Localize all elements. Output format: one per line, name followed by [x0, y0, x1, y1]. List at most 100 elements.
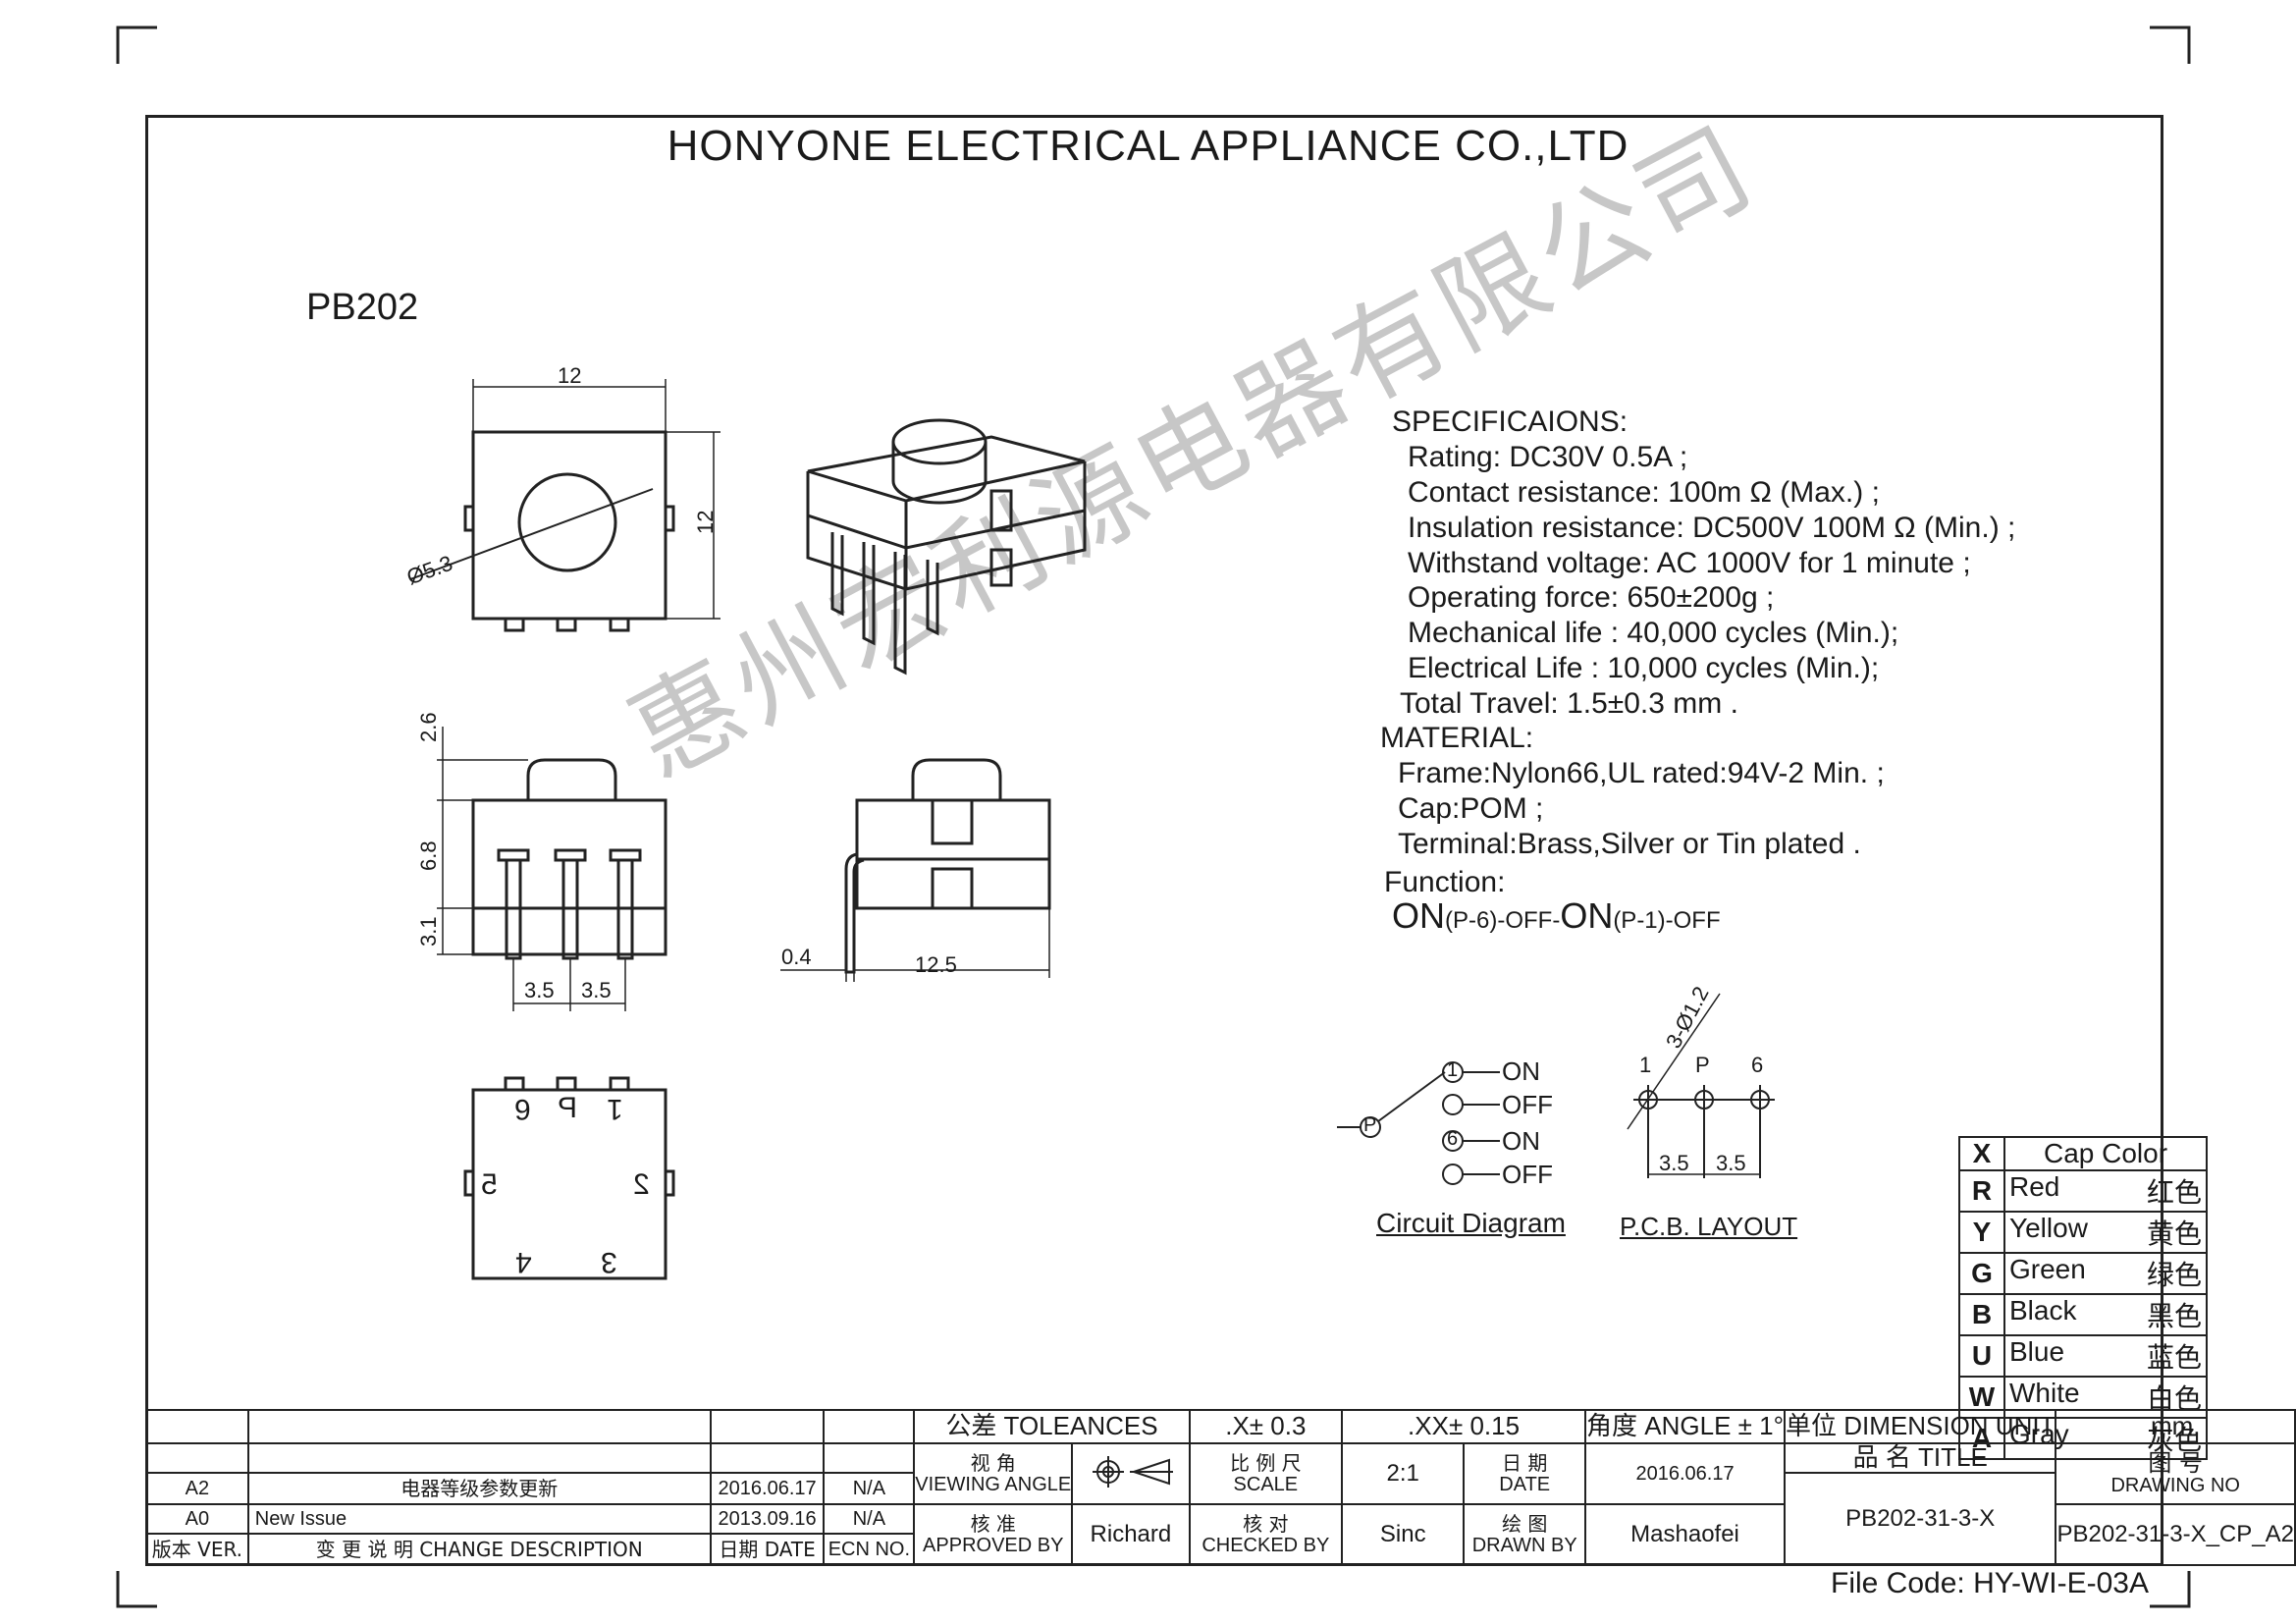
material-terminal: Terminal:Brass,Silver or Tin plated .	[1398, 828, 1861, 860]
viewing-en: VIEWING ANGLE	[915, 1473, 1072, 1495]
color-cn: 黑色	[2146, 1300, 2202, 1332]
dim-top-height: 12	[693, 510, 718, 534]
side-view	[780, 758, 1051, 982]
spec-rating: Rating: DC30V 0.5A ;	[1408, 441, 1688, 473]
color-code-header: X	[1958, 1136, 2005, 1171]
projection-symbol-icon	[1071, 1442, 1191, 1505]
drawn-by: Mashaofei	[1584, 1503, 1786, 1566]
spec-total-travel: Total Travel: 1.5±0.3 mm .	[1400, 687, 1738, 720]
dimension-unit-label: 单位 DIMENSION UNIT	[1783, 1409, 2057, 1444]
spec-heading: SPECIFICAIONS:	[1392, 406, 1629, 438]
dim-top-width: 12	[558, 363, 582, 388]
color-en: White	[2009, 1378, 2080, 1408]
rev-description: New Issue	[246, 1503, 712, 1535]
color-name: Blue 蓝色	[2003, 1334, 2208, 1378]
rev-header-ecn: ECN NO.	[823, 1533, 916, 1566]
material-frame: Frame:Nylon66,UL rated:94V-2 Min. ;	[1398, 757, 1885, 789]
rev-version: A0	[145, 1503, 249, 1535]
color-en: Red	[2009, 1171, 2060, 1202]
color-code: Y	[1958, 1211, 2005, 1254]
rev-date: 2013.09.16	[709, 1503, 826, 1535]
dim-pcb-pitch-b: 3.5	[1716, 1151, 1746, 1175]
color-table-header: X Cap Color	[1958, 1136, 2208, 1171]
drawing-en: DRAWING NO	[2110, 1475, 2240, 1497]
table-row: U Blue 蓝色	[1958, 1334, 2208, 1378]
color-name-header: Cap Color	[2003, 1136, 2208, 1171]
dim-depth: 12.5	[915, 952, 957, 977]
color-en: Green	[2009, 1254, 2086, 1284]
pcb-hole-1: 1	[1639, 1053, 1652, 1077]
dim-side-cap: 2.6	[416, 712, 441, 742]
color-en: Blue	[2009, 1336, 2065, 1367]
func-on-2: ON	[1560, 895, 1614, 936]
color-code: U	[1958, 1334, 2005, 1378]
tolerance-label: 公差 TOLEANCES	[913, 1409, 1191, 1444]
spec-withstand-voltage: Withstand voltage: AC 1000V for 1 minute…	[1408, 547, 1971, 579]
bottom-mark-6: 6	[514, 1093, 531, 1125]
rev-header-row: 版本 VER. 变 更 说 明 CHANGE DESCRIPTION 日期 DA…	[145, 1533, 2295, 1566]
tolerance-x: .X± 0.3	[1188, 1409, 1344, 1444]
isometric-view	[806, 418, 1087, 676]
rev-header-description: 变 更 说 明 CHANGE DESCRIPTION	[246, 1533, 712, 1566]
color-code: B	[1958, 1293, 2005, 1336]
pcb-layout-label: P.C.B. LAYOUT	[1620, 1212, 1798, 1241]
dim-pcb-pitch-a: 3.5	[1659, 1151, 1689, 1175]
circuit-contact-1: 1	[1447, 1059, 1459, 1081]
bottom-mark-1: 1	[607, 1093, 623, 1125]
table-row: R Red 红色	[1958, 1169, 2208, 1213]
circuit-label-on-1: ON	[1502, 1056, 1540, 1086]
viewing-cn: 视 角	[970, 1450, 1016, 1475]
spec-operating-force: Operating force: 650±200g ;	[1408, 581, 1775, 614]
checked-by: Sinc	[1341, 1503, 1466, 1566]
circuit-label-off-2: OFF	[1502, 1160, 1553, 1189]
approved-cn: 核 准	[970, 1511, 1016, 1536]
color-cn: 红色	[2146, 1176, 2202, 1209]
checked-en: CHECKED BY	[1201, 1534, 1330, 1556]
rev-ecn: N/A	[823, 1503, 916, 1535]
circuit-diagram-lines	[1337, 1061, 1500, 1185]
color-cn: 绿色	[2146, 1259, 2202, 1291]
bottom-view	[463, 1076, 675, 1280]
circuit-diagram-label: Circuit Diagram	[1376, 1208, 1566, 1238]
bottom-mark-4: 4	[515, 1246, 532, 1278]
tolerance-xx: .XX± 0.15	[1341, 1409, 1587, 1444]
circuit-label-on-2: ON	[1502, 1126, 1540, 1156]
color-en: Yellow	[2009, 1213, 2088, 1243]
tolerance-row: 公差 TOLEANCES .X± 0.3 .XX± 0.15 角度 ANGLE …	[145, 1409, 2296, 1444]
date-value: 2016.06.17	[1584, 1442, 1786, 1505]
circuit-p-label: P	[1363, 1114, 1377, 1136]
scale-cn: 比 例 尺	[1229, 1450, 1302, 1475]
rev-version: A2	[145, 1472, 249, 1505]
dimension-unit: mm.	[2055, 1409, 2296, 1444]
color-code: R	[1958, 1169, 2005, 1213]
circuit-contact-6: 6	[1447, 1128, 1459, 1150]
rev-header-version: 版本 VER.	[145, 1533, 249, 1566]
drawn-cn: 绘 图	[1502, 1511, 1548, 1536]
dim-side-pin: 3.1	[416, 916, 441, 947]
func-on-1: ON	[1392, 895, 1445, 936]
model-number: PB202	[306, 287, 419, 328]
pcb-hole-6: 6	[1751, 1053, 1764, 1077]
top-view	[409, 379, 721, 632]
spec-contact-resistance: Contact resistance: 100m Ω (Max.) ;	[1408, 476, 1880, 509]
spec-electrical-life: Electrical Life : 10,000 cycles (Min.);	[1408, 652, 1880, 684]
bottom-mark-3: 3	[601, 1246, 617, 1278]
rev-description: 电器等级参数更新	[246, 1472, 712, 1505]
color-en: Black	[2009, 1295, 2077, 1326]
dim-pitch-b: 3.5	[581, 978, 612, 1002]
color-cn: 蓝色	[2146, 1341, 2202, 1374]
function-heading: Function:	[1384, 866, 1506, 898]
dim-pin-thickness: 0.4	[781, 945, 812, 969]
